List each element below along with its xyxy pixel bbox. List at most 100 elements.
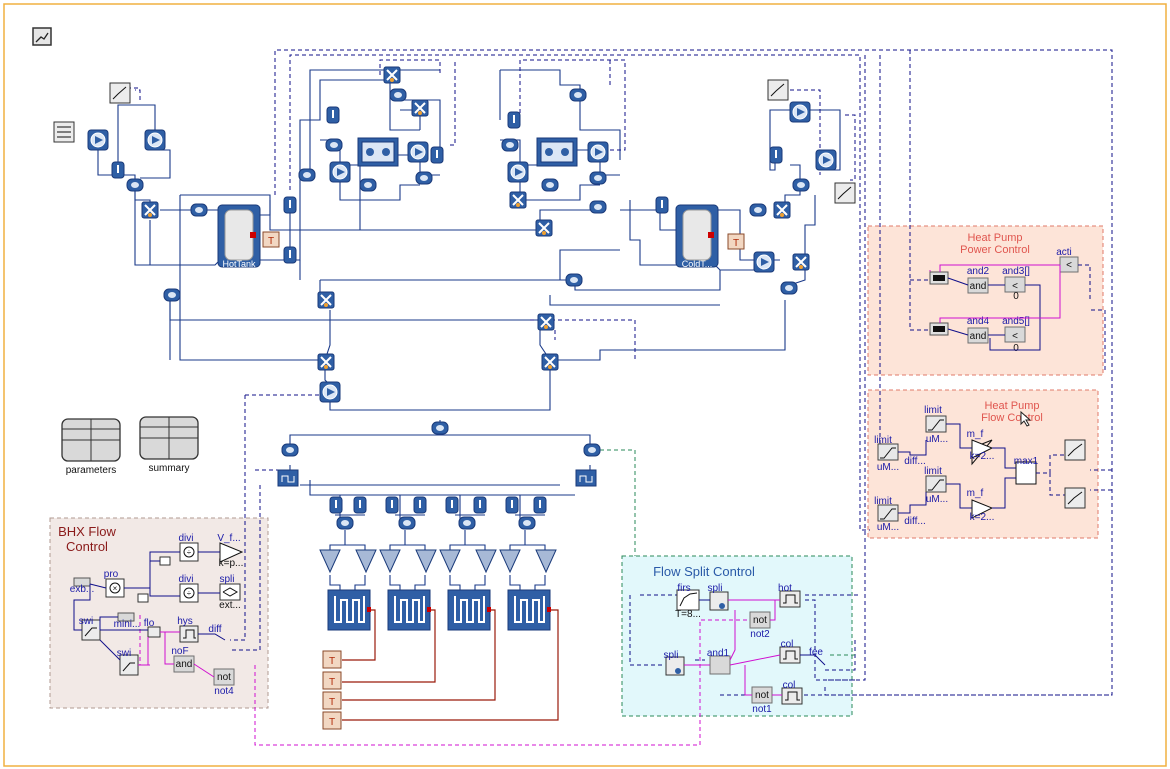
valve-2[interactable] <box>383 66 401 84</box>
exb-block[interactable]: exb... <box>70 577 94 595</box>
flow-sensor-17[interactable] <box>780 281 798 295</box>
firs-block[interactable]: firs T=8... <box>675 583 701 620</box>
pump-9[interactable] <box>753 251 775 273</box>
flow-sensor-10[interactable] <box>415 171 433 185</box>
pump-2[interactable] <box>144 129 166 151</box>
limit-block-3[interactable]: limit uM... <box>924 466 948 505</box>
m-f-gain-1[interactable]: m_f k=2... <box>967 429 995 466</box>
pump-6[interactable] <box>587 141 609 163</box>
pump-7[interactable] <box>789 101 811 123</box>
thermometer-16[interactable] <box>326 106 340 124</box>
flow-sensor-11[interactable] <box>565 273 583 287</box>
diff-block-bhx[interactable]: diff <box>208 624 221 635</box>
limit-block-2[interactable]: limit uM... diff... <box>874 435 926 473</box>
max1-block[interactable]: max1 <box>1014 456 1039 485</box>
spli-block-bhx[interactable]: spli ext... <box>219 574 241 611</box>
valve-8[interactable] <box>317 353 335 371</box>
flow-sensor-6[interactable] <box>501 138 519 152</box>
pump-4[interactable] <box>407 141 429 163</box>
thermometer-6[interactable] <box>329 496 343 514</box>
and1-block[interactable]: and1 <box>707 648 731 675</box>
thermometer-15[interactable] <box>507 111 521 129</box>
temp-sensor-4[interactable]: T <box>322 711 342 730</box>
plot-display-2[interactable] <box>767 79 789 101</box>
valve-4[interactable] <box>535 219 553 237</box>
bhx-3[interactable] <box>447 589 491 631</box>
temp-sensor-3[interactable]: T <box>322 691 342 710</box>
heat-pump-2[interactable] <box>536 137 578 167</box>
thermometer-3[interactable] <box>283 246 297 264</box>
plot-display-3[interactable] <box>834 182 856 204</box>
thermometer-4[interactable] <box>655 196 669 214</box>
hot-tank[interactable]: HotTank <box>217 204 261 269</box>
spli-block-fs-1[interactable]: spli <box>707 583 729 611</box>
thermometer-7[interactable] <box>353 496 367 514</box>
flow-sensor-21[interactable] <box>336 516 354 530</box>
col-block-1[interactable]: col <box>779 639 801 664</box>
flow-sensor-2[interactable] <box>389 88 407 102</box>
flow-sensor-5[interactable] <box>359 178 377 192</box>
thermometer-8[interactable] <box>385 496 399 514</box>
valve-10[interactable] <box>773 201 791 219</box>
temp-sensor-2[interactable]: T <box>322 671 342 690</box>
switch-display-2[interactable] <box>1064 487 1086 509</box>
pro-block[interactable]: × pro <box>104 569 125 598</box>
flow-sensor-9[interactable] <box>589 171 607 185</box>
col-block-2[interactable]: col <box>781 680 803 705</box>
hot-block[interactable]: hot <box>778 583 801 608</box>
valve-5[interactable] <box>509 191 527 209</box>
flow-sensor-4[interactable] <box>325 138 343 152</box>
spli-block-fs-2[interactable]: spli <box>663 650 685 676</box>
pump-10[interactable] <box>319 381 341 403</box>
not1-block[interactable]: not not1 <box>751 686 773 715</box>
table-source-icon[interactable] <box>53 121 75 143</box>
thermometer-10[interactable] <box>445 496 459 514</box>
flow-sensor-15[interactable] <box>298 168 316 182</box>
pump-3[interactable] <box>329 161 351 183</box>
flow-sensor-3[interactable] <box>569 88 587 102</box>
thermometer-1[interactable] <box>111 161 125 179</box>
heat-pump-1[interactable] <box>357 137 399 167</box>
flow-sensor-18[interactable] <box>749 203 767 217</box>
valve-11[interactable] <box>792 253 810 271</box>
v-f-gain[interactable]: V_f... k=p... <box>217 533 243 569</box>
cold-tank[interactable]: ColdT... <box>675 204 719 269</box>
thermometer-14[interactable] <box>430 146 444 164</box>
thermometer-9[interactable] <box>413 496 427 514</box>
limit-block-4[interactable]: limit uM... diff... <box>874 496 926 533</box>
flow-sensor-22[interactable] <box>398 516 416 530</box>
limit-block-1[interactable]: limit uM... <box>924 405 948 445</box>
hot-tank-temp-sensor[interactable]: T <box>262 231 280 248</box>
valve-7[interactable] <box>537 313 555 331</box>
thermometer-13[interactable] <box>533 496 547 514</box>
temp-sensor-1[interactable]: T <box>322 650 342 669</box>
thermometer-2[interactable] <box>283 196 297 214</box>
flow-sensor-23[interactable] <box>458 516 476 530</box>
flow-sensor-7[interactable] <box>541 178 559 192</box>
flow-sensor-24[interactable] <box>518 516 536 530</box>
line-chart-icon[interactable] <box>32 27 52 46</box>
m-f-gain-2[interactable]: m_f k=2... <box>967 488 995 523</box>
flow-sensor-12[interactable] <box>431 421 449 435</box>
flow-sensor-14[interactable] <box>126 178 144 192</box>
flow-sensor-13[interactable] <box>163 288 181 302</box>
swi-block-1[interactable]: swi <box>79 616 101 641</box>
flow-sensor-16[interactable] <box>792 178 810 192</box>
pump-8[interactable] <box>815 149 837 171</box>
pump-5[interactable] <box>507 161 529 183</box>
and4-block[interactable]: and and4 <box>967 316 990 344</box>
thermometer-12[interactable] <box>505 496 519 514</box>
pump-1[interactable] <box>87 129 109 151</box>
valve-9[interactable] <box>541 353 559 371</box>
not2-block[interactable]: not not2 <box>749 611 771 640</box>
valve-3[interactable] <box>411 99 429 117</box>
manifold-2[interactable] <box>575 469 597 487</box>
manifold-1[interactable] <box>277 469 299 487</box>
bhx-4[interactable] <box>507 589 551 631</box>
flow-sensor-20[interactable] <box>583 443 601 457</box>
bhx-2[interactable] <box>387 589 431 631</box>
thermometer-11[interactable] <box>473 496 487 514</box>
flow-sensor-8[interactable] <box>589 200 607 214</box>
valve-6[interactable] <box>317 291 335 309</box>
flow-sensor-19[interactable] <box>281 443 299 457</box>
